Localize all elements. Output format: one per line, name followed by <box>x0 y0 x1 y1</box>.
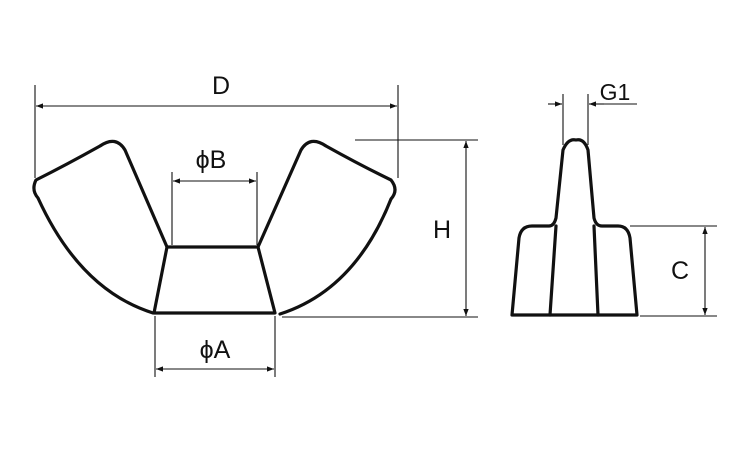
side-view <box>510 138 639 317</box>
c-label: C <box>671 257 689 285</box>
g1-label: G1 <box>600 79 631 105</box>
side-body-outline <box>510 138 639 317</box>
dimension-phi-b: ϕB <box>171 146 258 245</box>
h-label: H <box>433 216 451 244</box>
d-label: D <box>212 72 230 100</box>
hub-outline <box>152 245 277 315</box>
right-wing-outline <box>256 139 397 316</box>
dimension-d: D <box>34 72 399 178</box>
front-view <box>32 139 397 316</box>
dimension-g1: G1 <box>548 79 637 145</box>
side-stem-left-line <box>548 224 558 317</box>
phi-b-label: ϕB <box>196 146 227 174</box>
dimension-c: C <box>630 225 717 317</box>
dimension-phi-a: ϕA <box>154 316 276 377</box>
phi-a-label: ϕA <box>200 336 231 364</box>
left-wing-outline <box>32 139 169 315</box>
dimension-h: H <box>282 139 478 318</box>
side-stem-right-line <box>592 224 600 317</box>
